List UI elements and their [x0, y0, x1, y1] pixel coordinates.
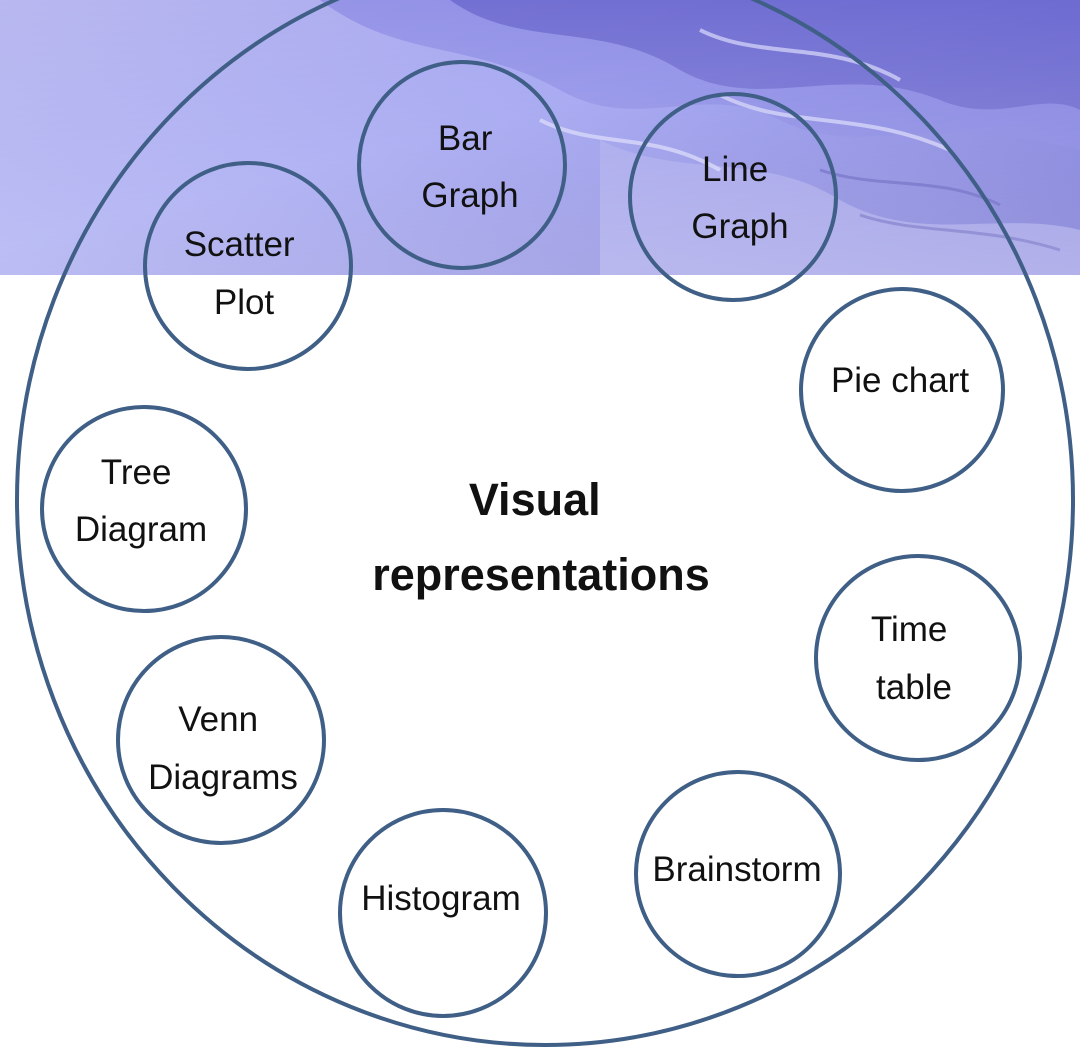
- header-banner-image: [0, 0, 1080, 275]
- outer-circle: [15, 0, 1075, 1047]
- node-label: Bar Graph: [421, 119, 518, 215]
- node-circle: [40, 405, 248, 613]
- node-circle: [338, 808, 548, 1018]
- node-label-line: Diagram: [75, 510, 207, 549]
- node-circle: [799, 287, 1005, 493]
- center-label: Visual representations: [372, 474, 710, 600]
- node-label-line: Graph: [691, 207, 788, 246]
- node-label-line: Bar: [438, 119, 493, 158]
- node-label: Time table: [871, 610, 957, 707]
- node-label-line: Pie chart: [831, 361, 969, 400]
- node-label-line: Venn: [178, 700, 258, 739]
- node-label: Tree Diagram: [75, 453, 207, 549]
- node-circle: [357, 60, 567, 270]
- node-line-graph: Line Graph: [628, 92, 838, 302]
- node-label: Venn Diagrams: [148, 700, 298, 797]
- node-label-line: Graph: [421, 176, 518, 215]
- center-label-line: representations: [372, 549, 710, 600]
- node-label: Scatter Plot: [184, 225, 305, 322]
- node-label-line: Scatter: [184, 225, 295, 264]
- node-circle: [634, 770, 842, 978]
- node-histogram: Histogram: [338, 808, 548, 1018]
- node-label-line: Time: [871, 610, 947, 649]
- node-scatter-plot: Scatter Plot: [143, 161, 353, 371]
- node-label-line: Line: [702, 150, 768, 189]
- node-bar-graph: Bar Graph: [357, 60, 567, 270]
- node-circle: [143, 161, 353, 371]
- node-tree-diagram: Tree Diagram: [40, 405, 248, 613]
- node-label-line: Histogram: [361, 879, 520, 918]
- node-label-line: table: [876, 668, 952, 707]
- node-label: Brainstorm: [652, 850, 821, 889]
- node-label-line: Plot: [214, 283, 275, 322]
- node-pie-chart: Pie chart: [799, 287, 1005, 493]
- node-venn-diagrams: Venn Diagrams: [116, 635, 326, 845]
- node-label-line: Brainstorm: [652, 850, 821, 889]
- node-label: Histogram: [361, 879, 520, 918]
- node-label-line: Tree: [101, 453, 172, 492]
- node-brainstorm: Brainstorm: [634, 770, 842, 978]
- node-label: Line Graph: [691, 150, 788, 246]
- node-time-table: Time table: [814, 554, 1022, 762]
- node-label: Pie chart: [831, 361, 969, 400]
- node-circle: [116, 635, 326, 845]
- node-circle: [628, 92, 838, 302]
- node-label-line: Diagrams: [148, 758, 298, 797]
- node-circle: [814, 554, 1022, 762]
- center-label-line: Visual: [469, 474, 601, 525]
